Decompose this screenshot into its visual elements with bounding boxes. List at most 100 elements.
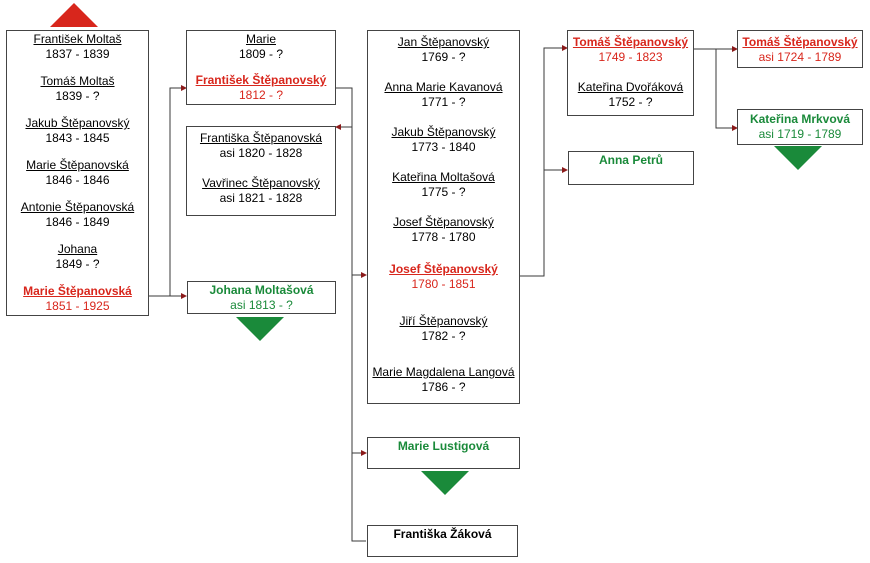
second-spouse-box: Františka Žáková xyxy=(367,525,518,557)
person-dates: 1771 - ? xyxy=(421,95,466,109)
person-dates: 1752 - ? xyxy=(608,95,653,109)
expand-grandmother-arrow-icon[interactable] xyxy=(421,471,469,495)
mother-box: Johana Moltašová asi 1813 - ? xyxy=(187,281,336,314)
person-name-link[interactable]: Jakub Štěpanovský xyxy=(391,125,496,139)
person-dates: 1812 - ? xyxy=(238,88,284,102)
link-to-grandmother xyxy=(351,275,367,456)
link-father-to-grandfather xyxy=(336,87,367,278)
person-name-link[interactable]: Anna Marie Kavanová xyxy=(384,80,503,94)
person-name-link[interactable]: Tomáš Štěpanovský xyxy=(572,35,689,49)
person-dates: 1846 - 1846 xyxy=(45,173,110,187)
person-dates: asi 1724 - 1789 xyxy=(758,50,842,64)
list-item: Johana Moltašová asi 1813 - ? xyxy=(188,283,335,313)
list-item: Marie Lustigová xyxy=(368,439,519,454)
father-siblings-box: Františka Štěpanovská asi 1820 - 1828 Va… xyxy=(186,126,336,216)
person-name-link[interactable]: František Štěpanovský xyxy=(195,73,327,87)
list-item: Jiří Štěpanovský 1782 - ? xyxy=(368,314,519,344)
person-name-link[interactable]: Jakub Štěpanovský xyxy=(25,116,130,130)
person-name-link[interactable]: Jan Štěpanovský xyxy=(397,35,490,49)
person-dates: asi 1821 - 1828 xyxy=(219,191,303,205)
person-name-link[interactable]: Tomáš Štěpanovský xyxy=(742,35,858,49)
list-item: Johana 1849 - ? xyxy=(7,242,148,272)
list-item: Tomáš Štěpanovský asi 1724 - 1789 xyxy=(738,35,862,65)
list-item: Josef Štěpanovský 1778 - 1780 xyxy=(368,215,519,245)
person-dates: 1786 - ? xyxy=(421,380,466,394)
ggg-mother-box: Kateřina Mrkvová asi 1719 - 1789 xyxy=(737,109,863,145)
person-dates: 1769 - ? xyxy=(421,50,466,64)
gg-father-box: Tomáš Štěpanovský 1749 - 1823 Kateřina D… xyxy=(567,30,694,116)
person-name-link[interactable]: Antonie Štěpanovská xyxy=(20,200,135,214)
person-name-link[interactable]: Marie xyxy=(245,32,276,46)
person-name-link[interactable]: Josef Štěpanovský xyxy=(393,215,494,229)
person-name-link[interactable]: Kateřina Dvořáková xyxy=(577,80,684,94)
person-dates: asi 1820 - 1828 xyxy=(219,146,303,160)
person-dates: 1839 - ? xyxy=(55,89,100,103)
person-dates: 1775 - ? xyxy=(421,185,466,199)
list-item: Františka Žáková xyxy=(368,527,517,542)
person-dates: 1846 - 1849 xyxy=(45,215,110,229)
list-item: František Moltaš 1837 - 1839 xyxy=(7,32,148,62)
list-item: Tomáš Štěpanovský 1749 - 1823 xyxy=(568,35,693,65)
person-dates: 1780 - 1851 xyxy=(411,277,476,291)
person-name-link[interactable]: Marie Lustigová xyxy=(397,439,490,453)
person-name-link[interactable]: Vavřinec Štěpanovský xyxy=(202,176,320,190)
person-name-link[interactable]: Kateřina Mrkvová xyxy=(749,112,851,126)
link-grandfather-to-gg xyxy=(520,45,568,277)
person-name-link[interactable]: Marie Štěpanovská xyxy=(26,158,129,172)
father-box: Marie 1809 - ? František Štěpanovský 181… xyxy=(186,30,336,105)
expand-mother-arrow-icon[interactable] xyxy=(236,317,284,341)
grandfather-box: Jan Štěpanovský 1769 - ? Anna Marie Kava… xyxy=(367,30,520,404)
list-item: Antonie Štěpanovská 1846 - 1849 xyxy=(7,200,148,230)
list-item: Marie Magdalena Langová 1786 - ? xyxy=(368,365,519,395)
person-dates: 1843 - 1845 xyxy=(45,131,110,145)
person-name-link[interactable]: Kateřina Moltašová xyxy=(392,170,495,184)
list-item: Marie Štěpanovská 1846 - 1846 xyxy=(7,158,148,188)
person-dates: asi 1813 - ? xyxy=(230,298,293,312)
person-name-link[interactable]: Josef Štěpanovský xyxy=(389,262,498,276)
person-name-link[interactable]: František Moltaš xyxy=(33,32,122,46)
list-item: František Štěpanovský 1812 - ? xyxy=(187,73,335,103)
person-name-link[interactable]: Anna Petrů xyxy=(598,153,663,167)
expand-ggg-mother-arrow-icon[interactable] xyxy=(774,146,822,170)
person-name-link[interactable]: Jiří Štěpanovský xyxy=(399,314,488,328)
person-dates: 1849 - ? xyxy=(55,257,100,271)
link-gg-to-ggg-mother xyxy=(715,49,738,131)
list-item: Kateřina Mrkvová asi 1719 - 1789 xyxy=(738,112,862,142)
list-item: Anna Marie Kavanová 1771 - ? xyxy=(368,80,519,110)
person-name-link[interactable]: Marie Štěpanovská xyxy=(23,284,132,298)
list-item: Kateřina Moltašová 1775 - ? xyxy=(368,170,519,200)
list-item: Josef Štěpanovský 1780 - 1851 xyxy=(368,262,519,292)
ggg-father-box: Tomáš Štěpanovský asi 1724 - 1789 xyxy=(737,30,863,68)
person-dates: 1837 - 1839 xyxy=(45,47,110,61)
person-name-link[interactable]: Františka Štěpanovská xyxy=(199,131,323,145)
person-dates: 1851 - 1925 xyxy=(45,299,110,313)
list-item: Kateřina Dvořáková 1752 - ? xyxy=(568,80,693,110)
person-dates: asi 1719 - 1789 xyxy=(758,127,842,141)
person-name-link[interactable]: Johana xyxy=(57,242,98,256)
list-item: Jakub Štěpanovský 1843 - 1845 xyxy=(7,116,148,146)
person-dates: 1782 - ? xyxy=(421,329,466,343)
link-to-spouse2 xyxy=(351,453,366,542)
grandmother-box: Marie Lustigová xyxy=(367,437,520,469)
list-item: Marie 1809 - ? xyxy=(187,32,335,62)
navigate-up-arrow-icon[interactable] xyxy=(50,3,98,27)
list-item: Tomáš Moltaš 1839 - ? xyxy=(7,74,148,104)
list-item: Jan Štěpanovský 1769 - ? xyxy=(368,35,519,65)
list-item: Vavřinec Štěpanovský asi 1821 - 1828 xyxy=(187,176,335,206)
list-item: Jakub Štěpanovský 1773 - 1840 xyxy=(368,125,519,155)
list-item: Marie Štěpanovská 1851 - 1925 xyxy=(7,284,148,314)
person-dates: 1749 - 1823 xyxy=(598,50,663,64)
children-box: František Moltaš 1837 - 1839 Tomáš Molta… xyxy=(6,30,149,316)
person-dates: 1773 - 1840 xyxy=(411,140,476,154)
person-name-link[interactable]: Františka Žáková xyxy=(393,527,492,541)
person-dates: 1778 - 1780 xyxy=(411,230,476,244)
person-dates: 1809 - ? xyxy=(238,47,284,61)
person-name-link[interactable]: Tomáš Moltaš xyxy=(40,74,115,88)
person-name-link[interactable]: Johana Moltašová xyxy=(209,283,314,297)
link-child-to-father xyxy=(148,85,187,297)
list-item: Anna Petrů xyxy=(569,153,693,168)
list-item: Františka Štěpanovská asi 1820 - 1828 xyxy=(187,131,335,161)
person-name-link[interactable]: Marie Magdalena Langová xyxy=(372,365,515,379)
gg-mother-box: Anna Petrů xyxy=(568,151,694,185)
